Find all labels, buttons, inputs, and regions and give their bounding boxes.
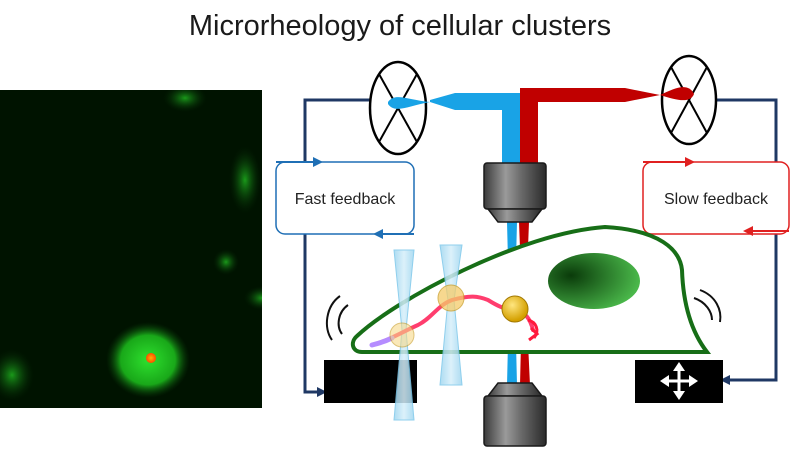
cell-blob bbox=[213, 249, 239, 275]
red-beam bbox=[520, 88, 660, 170]
cell-blob bbox=[229, 146, 261, 214]
cell-blob bbox=[163, 90, 207, 112]
cell bbox=[350, 224, 712, 354]
fast-feedback-loop bbox=[303, 98, 370, 397]
arrow-left-icon bbox=[743, 226, 753, 236]
right-mirror bbox=[660, 54, 718, 146]
cell-nucleus bbox=[548, 253, 640, 309]
slow-feedback-label: Slow feedback bbox=[664, 191, 769, 208]
page-title: Microrheology of cellular clusters bbox=[188, 10, 612, 42]
galvo-mirror-icon bbox=[388, 97, 430, 109]
slow-feedback-loop bbox=[712, 98, 778, 385]
fluorescence-micrograph bbox=[0, 90, 262, 408]
bottom-objective bbox=[483, 382, 547, 447]
blue-beam bbox=[430, 93, 520, 170]
bead-faded bbox=[437, 284, 465, 312]
vibration-marks-left bbox=[325, 295, 349, 341]
arrow-right-icon bbox=[685, 157, 695, 167]
slow-feedback-box: Slow feedback bbox=[642, 157, 790, 236]
galvo-mirror-icon bbox=[660, 87, 694, 101]
cell-blob bbox=[0, 349, 34, 401]
arrow-right-icon bbox=[313, 157, 323, 167]
bead-faded bbox=[389, 322, 415, 348]
fast-feedback-label: Fast feedback bbox=[295, 191, 397, 208]
top-objective bbox=[483, 162, 547, 223]
cell-blob bbox=[244, 286, 262, 310]
four-way-arrow-icon bbox=[660, 362, 698, 400]
arrow-left-icon bbox=[373, 229, 383, 239]
vibration-marks-right bbox=[693, 289, 722, 323]
left-mirror bbox=[368, 60, 430, 156]
fast-feedback-box: Fast feedback bbox=[275, 157, 415, 239]
bead-trapped bbox=[501, 295, 529, 323]
tracer-particle bbox=[146, 353, 156, 363]
